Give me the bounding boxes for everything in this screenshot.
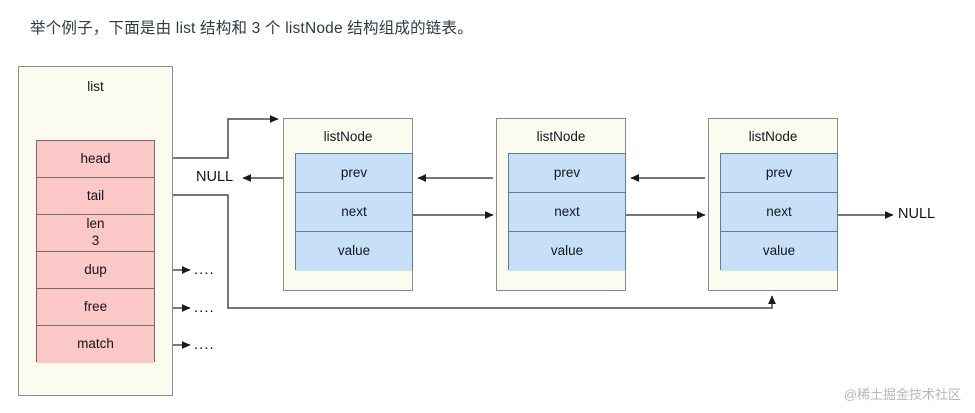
listnode-field-stack-3: prev next value [720, 153, 838, 271]
watermark: @稀土掘金技术社区 [843, 387, 961, 402]
listnode-2-next-label: next [554, 203, 580, 219]
listnode-2-value-label: value [550, 243, 584, 259]
list-field-len-label: len [86, 216, 105, 232]
list-field-free[interactable]: free [37, 289, 154, 326]
listnode-title-2: listNode [536, 129, 586, 144]
list-field-match-label: match [77, 336, 114, 352]
null-label-left: NULL [196, 169, 234, 185]
free-target-label: .... [194, 299, 215, 316]
listnode-2-field-next[interactable]: next [509, 193, 625, 232]
page-caption: 举个例子，下面是由 list 结构和 3 个 listNode 结构组成的链表。 [30, 20, 473, 37]
listnode-3-prev-label: prev [765, 164, 793, 180]
wire-head-to-node1 [155, 115, 279, 159]
list-field-stack: head tail len 3 dup free match [36, 140, 155, 363]
wire-tail-to-node3 [155, 194, 776, 309]
listnode-1-field-value[interactable]: value [296, 232, 412, 271]
listnode-3-next-label: next [766, 203, 792, 219]
listnode-3-field-value[interactable]: value [721, 232, 837, 271]
list-field-tail-label: tail [86, 187, 105, 203]
listnode-1-field-prev[interactable]: prev [296, 154, 412, 193]
listnode-2-field-value[interactable]: value [509, 232, 625, 271]
listnode-3-value-label: value [762, 243, 796, 259]
list-field-tail[interactable]: tail [37, 178, 154, 215]
list-field-len-value: 3 [91, 233, 100, 248]
list-field-dup-label: dup [84, 261, 107, 277]
listnode-field-stack-1: prev next value [295, 153, 413, 271]
dup-target-label: .... [194, 261, 215, 278]
listnode-title-3: listNode [748, 129, 798, 144]
list-field-head-label: head [80, 150, 111, 166]
listnode-3-field-prev[interactable]: prev [721, 154, 837, 193]
listnode-3-field-next[interactable]: next [721, 193, 837, 232]
listnode-2-prev-label: prev [553, 164, 581, 180]
list-field-len[interactable]: len 3 [37, 215, 154, 252]
listnode-1-value-label: value [337, 243, 371, 259]
listnode-1-prev-label: prev [340, 164, 368, 180]
list-field-head[interactable]: head [37, 141, 154, 178]
listnode-field-stack-2: prev next value [508, 153, 626, 271]
match-target-label: .... [194, 336, 215, 353]
list-field-match[interactable]: match [37, 326, 154, 363]
list-field-dup[interactable]: dup [37, 252, 154, 289]
listnode-1-next-label: next [341, 203, 367, 219]
listnode-1-field-next[interactable]: next [296, 193, 412, 232]
list-struct-title: list [87, 79, 104, 94]
list-field-free-label: free [83, 298, 108, 314]
null-label-right: NULL [898, 206, 936, 222]
listnode-title-1: listNode [323, 129, 373, 144]
listnode-2-field-prev[interactable]: prev [509, 154, 625, 193]
